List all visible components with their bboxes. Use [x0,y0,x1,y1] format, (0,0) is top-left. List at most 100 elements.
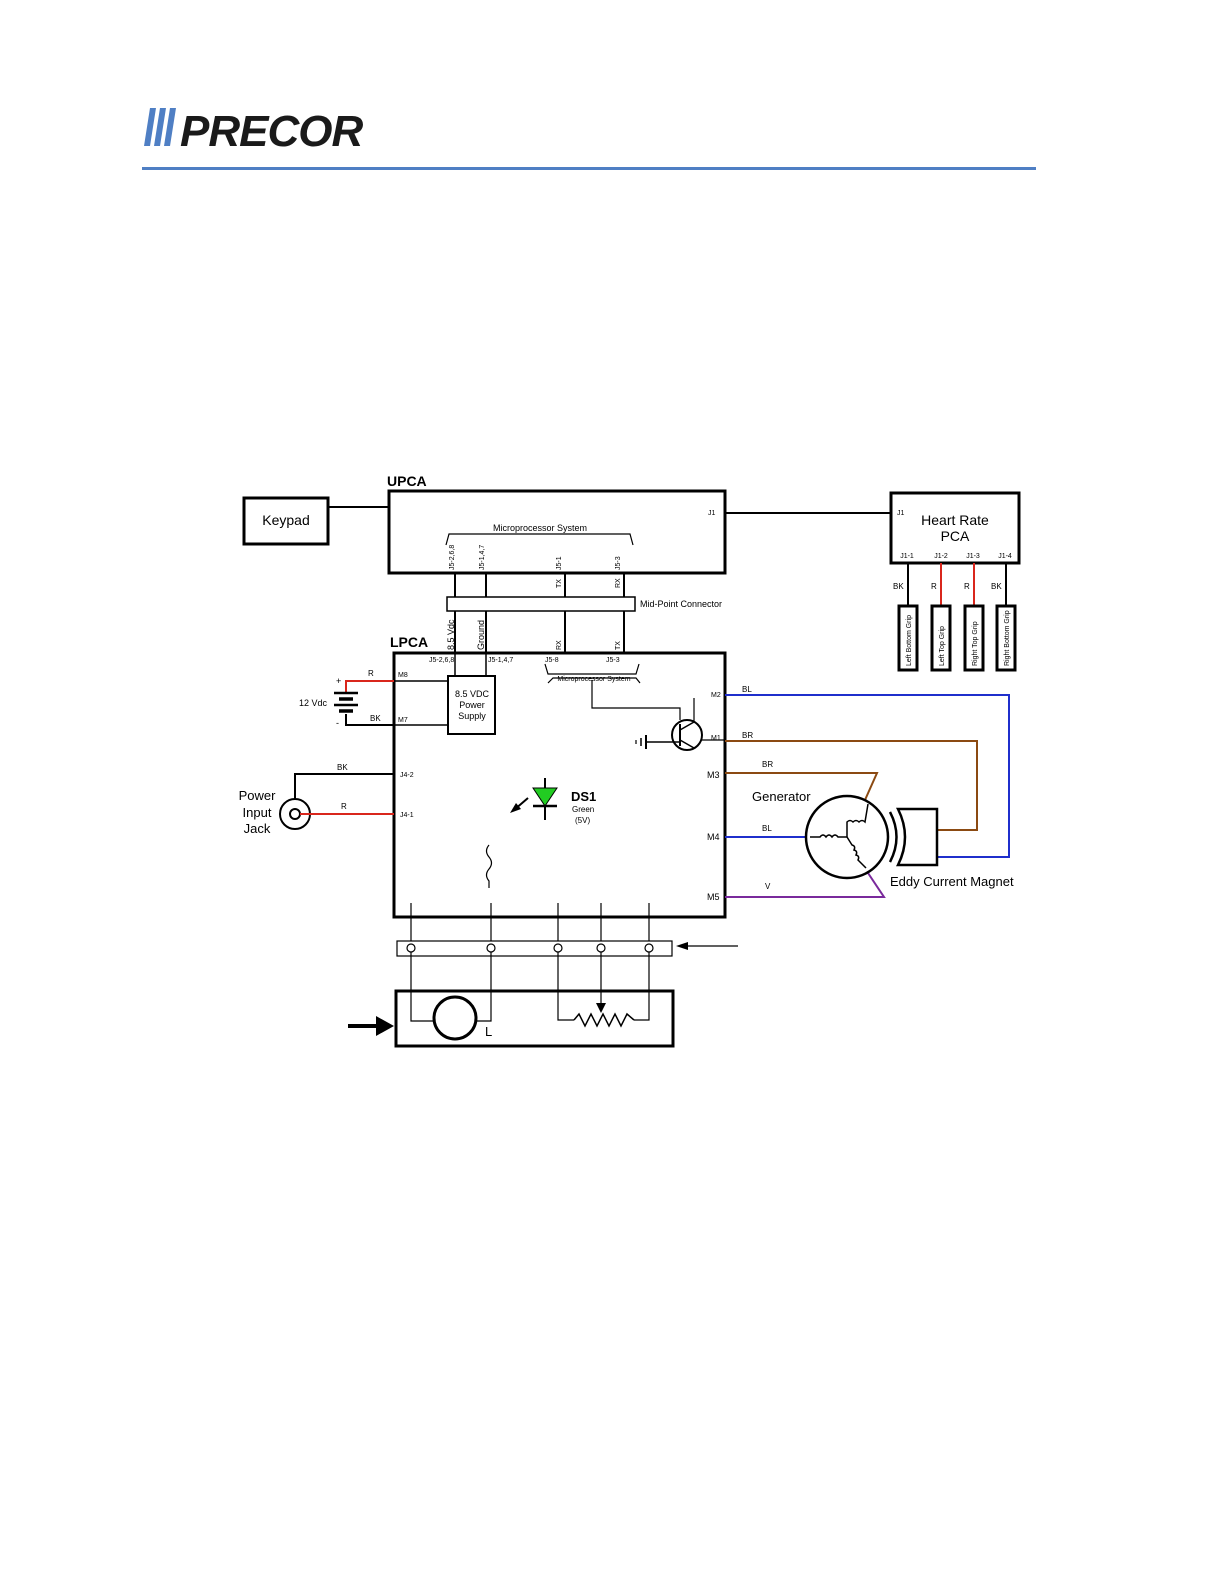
battery-label: 12 Vdc [299,698,328,708]
heart-rate-title-2: PCA [941,528,970,544]
pot-wire-right [634,952,650,1021]
inductor-wire-left [410,952,433,1022]
battery-positive-wire [345,680,394,693]
lpca-pin-m2: M2 [711,692,721,699]
eddy-current-magnet-icon [888,807,939,867]
transistor-icon [671,719,703,751]
m5-violet-wire [725,869,886,898]
power-supply-line-1: 8.5 VDC [455,689,490,699]
m2-wire-label: BL [742,685,752,694]
heart-rate-title-1: Heart Rate [921,512,989,528]
upca-pin-j5-1-4-7: J5-1,4,7 [479,545,486,570]
grip-label-left-top: Left Top Grip [939,626,946,666]
heart-rate-j1-label: J1 [897,510,905,517]
grip-left-top [930,604,952,672]
lpca-pin-m4: M4 [707,832,720,842]
logo-text: PRECOR [180,107,363,154]
lpca-pin-m8: M8 [398,672,408,679]
header-rule [142,167,1036,170]
upca-pin-j5-3: J5-3 [615,556,622,570]
lpca-box [392,651,727,919]
wire-label-ground: Ground [476,620,486,650]
jack-bk-wire [294,773,394,799]
lpca-microprocessor-label: Microprocessor System [557,676,630,683]
jack-wire-r: R [341,802,347,811]
upca-title: UPCA [387,473,427,489]
connector-pointer-arrow-icon [676,942,738,950]
m1-brown-wire [725,740,978,831]
lpca-pin-m7: M7 [398,717,408,724]
heart-rate-pin-3: J1-3 [966,553,980,560]
bottom-connector-terminals [406,943,654,953]
lpca-signal-tx: TX [615,641,622,650]
upca-pin-j5-1: J5-1 [556,556,563,570]
power-jack-label-3: Jack [244,821,271,836]
grip-wire-label-3: R [964,582,970,591]
grip-wire-label-4: BK [991,582,1002,591]
power-supply-box [447,675,496,735]
led-triangle [532,787,558,807]
precor-logo: PRECOR [142,104,402,156]
grip-left-bottom [897,604,919,672]
lpca-title: LPCA [390,634,428,650]
lpca-pin-m5: M5 [707,892,720,902]
battery-plus: + [336,676,341,686]
led-name: DS1 [571,789,596,804]
lpca-microprocessor-underline [547,677,641,684]
grip-right-bottom [995,604,1017,672]
inductor-coil-icon [432,995,478,1041]
midpoint-connector-label: Mid-Point Connector [640,599,722,609]
transistor-base-wire [591,680,681,720]
fuse-icon [485,844,493,888]
generator-label: Generator [752,789,811,804]
keypad-box [242,496,330,546]
lpca-pin-j4-2: J4-2 [400,772,414,779]
m5-wire-label: V [765,882,771,891]
led-ds1-icon [510,778,558,820]
power-supply-line-2: Power [459,700,485,710]
led-color-label: Green [572,805,594,814]
keypad-label: Keypad [262,512,309,528]
pot-wire-left [557,952,574,1021]
heart-rate-pca-box [889,491,1021,565]
wire-label-8v5: 8.5 Vdc [446,619,456,650]
heart-rate-pin-2: J1-2 [934,553,948,560]
battery-icon [334,691,358,713]
lpca-pin-j5-8: J5-8 [545,657,559,664]
m1-wire-label: BR [742,731,753,740]
inductor-label: L [485,1024,492,1039]
upca-microprocessor-bracket [445,533,634,546]
lpca-pin-m3: M3 [707,770,720,780]
logo-stripes-icon [144,108,176,146]
grip-wire-label-2: R [931,582,937,591]
m3-brown-wire [725,772,879,801]
inductor-wire-right [476,952,492,1022]
upca-j1-label: J1 [708,510,716,517]
ground-icon [635,735,647,749]
battery-minus: - [336,718,339,728]
eddy-current-magnet-label: Eddy Current Magnet [890,874,1014,889]
power-jack-label-2: Input [243,805,272,820]
led-voltage: (5V) [575,816,590,825]
upca-signal-rx: RX [615,578,622,588]
lpca-pin-j4-1: J4-1 [400,812,414,819]
potentiometer-icon [573,1012,635,1028]
grip-label-right-bottom: Right Bottom Grip [1004,610,1011,666]
lpca-pin-j5-1-4-7: J5-1,4,7 [488,657,513,664]
upca-signal-tx: TX [556,579,563,588]
upca-box [387,489,727,575]
upca-microprocessor-label: Microprocessor System [493,523,587,533]
generator-icon [804,794,890,880]
bottom-connector [396,940,673,957]
m3-wire-label: BR [762,760,773,769]
lpca-pin-m1: M1 [711,735,721,742]
heart-rate-pin-1: J1-1 [900,553,914,560]
midpoint-connector [446,596,636,612]
upca-pin-j5-2: J5-2,6,8 [449,545,456,570]
battery-wire-r: R [368,669,374,678]
grip-label-right-top: Right Top Grip [972,621,979,666]
lpca-pin-j5-3: J5-3 [606,657,620,664]
grip-wire-label-1: BK [893,582,904,591]
battery-negative-wire [345,714,394,726]
